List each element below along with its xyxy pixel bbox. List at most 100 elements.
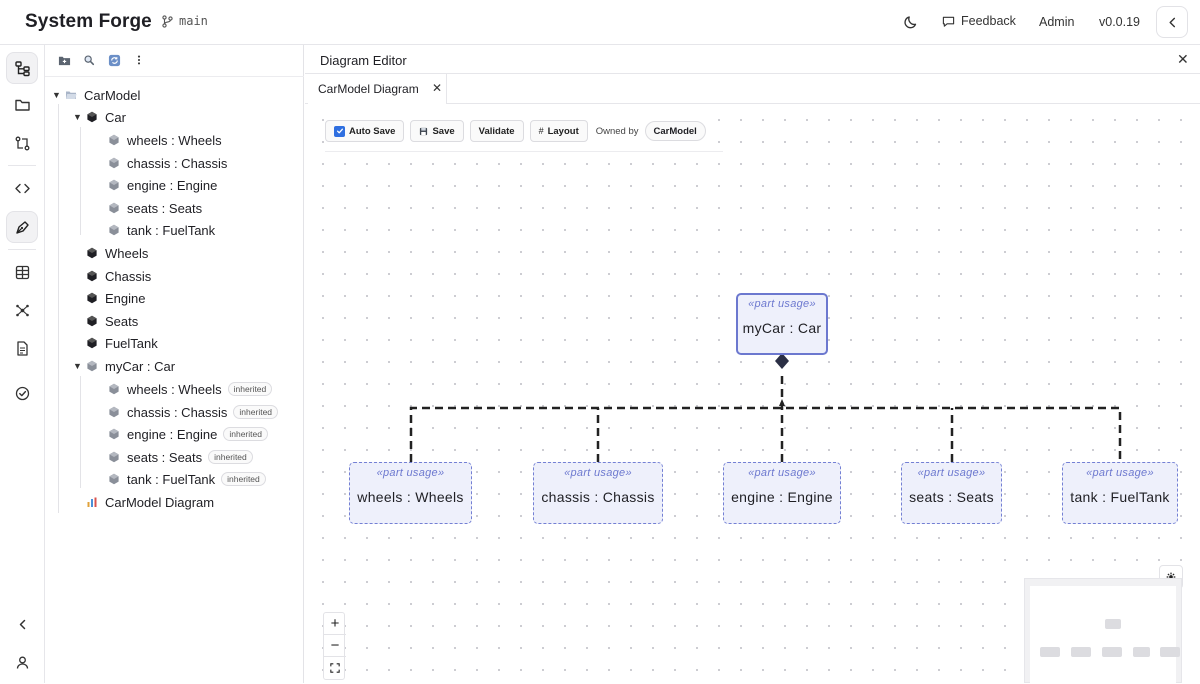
close-tab-button[interactable]: ✕ [432,81,443,95]
node-stereotype: «part usage» [748,298,816,310]
diagram-node-engine[interactable]: «part usage» engine : Engine [723,462,841,524]
auto-save-toggle[interactable]: Auto Save [325,120,405,142]
editor-header: Diagram Editor ✕ [305,45,1200,74]
bar-chart-icon [87,497,97,507]
save-button[interactable]: Save [410,120,464,142]
part-usage-icon [109,179,119,191]
tree-node-diagram[interactable]: CarModel Diagram [86,492,214,512]
tree-node-part[interactable]: chassis : Chassis [108,153,227,173]
version-label: v0.0.19 [1099,15,1141,29]
new-folder-button[interactable] [57,53,71,67]
tree-node-root[interactable]: ▼ CarModel [52,85,140,105]
diagram-node-tank[interactable]: «part usage» tank : FuelTank [1062,462,1178,524]
expand-toggle[interactable]: ▼ [52,90,61,100]
rail-model-tree-button[interactable] [6,52,38,84]
hash-icon: # [538,126,544,136]
tree-node-definition[interactable]: Seats [86,311,138,331]
layout-button[interactable]: # Layout [529,120,588,142]
chevron-left-icon [19,619,25,629]
branch-indicator[interactable]: main [162,14,208,28]
tree-node-label: Engine [105,290,146,306]
validate-label: Validate [478,125,515,137]
rail-files-button[interactable] [6,88,38,120]
tree-node-usage[interactable]: ▼ myCar : Car [73,356,175,376]
part-definition-icon [87,270,97,282]
code-icon [14,183,30,193]
collapse-panel-button[interactable] [1156,6,1188,38]
user-menu-button[interactable]: Admin [1039,15,1075,29]
tree-node-inherited-part[interactable]: engine : Engine inherited [108,424,268,444]
fit-view-button[interactable] [324,657,346,679]
rail-graph-button[interactable] [6,294,38,326]
pen-tool-icon [15,220,29,234]
diagram-node-mycar[interactable]: «part usage» myCar : Car [736,293,828,355]
search-button[interactable] [82,53,96,67]
tree-node-definition[interactable]: Wheels [86,243,148,263]
tree-node-car[interactable]: ▼ Car [73,107,126,127]
node-stereotype: «part usage» [917,467,986,479]
close-editor-button[interactable]: ✕ [1177,51,1189,68]
expand-toggle[interactable]: ▼ [73,361,82,371]
feedback-button[interactable]: Feedback [942,14,1016,28]
tree-node-definition[interactable]: Chassis [86,266,151,286]
diagram-canvas[interactable]: Auto Save Save Validate # Layout Owned b… [309,105,1197,684]
tree-node-label: tank : FuelTank [127,222,216,238]
owned-by-label: Owned by [595,125,639,137]
tree-node-label: FuelTank [105,335,158,351]
chevron-left-icon [1168,17,1175,27]
plus-icon: + [330,615,340,632]
owner-chip[interactable]: CarModel [644,121,706,141]
tree-node-label: engine : Engine [127,426,218,442]
close-icon: ✕ [1177,51,1189,67]
app-title: System Forge [25,11,152,32]
model-tree-panel: ▼ CarModel ▼ Car wheels : Wheels chassis… [45,45,304,683]
rail-validation-button[interactable] [6,377,38,409]
inherited-badge: inherited [227,382,273,396]
minimap-node [1160,647,1180,657]
tree-node-label: wheels : Wheels [127,132,222,148]
tree-node-part[interactable]: seats : Seats [108,198,202,218]
rail-collapse-button[interactable] [6,608,38,640]
tree-node-inherited-part[interactable]: chassis : Chassis inherited [108,402,279,422]
rail-code-button[interactable] [6,172,38,204]
tree-node-label: CarModel [84,87,141,103]
rail-version-control-button[interactable] [6,127,38,159]
validate-button[interactable]: Validate [469,120,524,142]
theme-toggle-button[interactable] [902,13,922,33]
tree-node-part[interactable]: wheels : Wheels [108,130,222,150]
inherited-badge: inherited [223,427,268,441]
rail-documents-button[interactable] [6,332,38,364]
part-definition-icon [87,111,97,123]
tree-node-inherited-part[interactable]: seats : Seats inherited [108,447,253,467]
inherited-badge: inherited [208,450,253,464]
diagram-node-seats[interactable]: «part usage» seats : Seats [901,462,1002,524]
node-name: wheels : Wheels [357,489,464,505]
part-definition-icon [87,315,97,327]
tree-node-inherited-part[interactable]: wheels : Wheels inherited [108,379,273,399]
expand-toggle[interactable]: ▼ [73,112,82,122]
tree-node-definition[interactable]: FuelTank [86,333,158,353]
toolbar-divider [325,151,723,152]
more-options-button[interactable] [132,53,146,67]
minimap[interactable] [1024,578,1182,684]
diagram-node-wheels[interactable]: «part usage» wheels : Wheels [349,462,472,524]
part-usage-icon [109,157,119,169]
node-name: seats : Seats [909,489,994,505]
tree-node-inherited-part[interactable]: tank : FuelTank inherited [108,469,266,489]
tab-carmodel-diagram[interactable]: CarModel Diagram ✕ [308,74,447,104]
tree-node-label: myCar : Car [105,358,176,374]
zoom-out-button[interactable]: − [324,635,346,657]
refresh-button[interactable] [107,53,121,67]
tree-node-definition[interactable]: Engine [86,288,145,308]
rail-diagram-button[interactable] [6,211,38,243]
tree-node-part[interactable]: engine : Engine [108,175,217,195]
part-usage-icon [109,383,119,395]
diagram-node-chassis[interactable]: «part usage» chassis : Chassis [533,462,663,524]
zoom-in-button[interactable]: + [324,613,346,635]
checkbox-checked-icon[interactable] [334,125,345,137]
rail-table-button[interactable] [6,256,38,288]
rail-account-button[interactable] [6,646,38,678]
tree-node-label: engine : Engine [127,177,218,193]
tree-node-part[interactable]: tank : FuelTank [108,220,215,240]
part-usage-icon [109,224,119,236]
